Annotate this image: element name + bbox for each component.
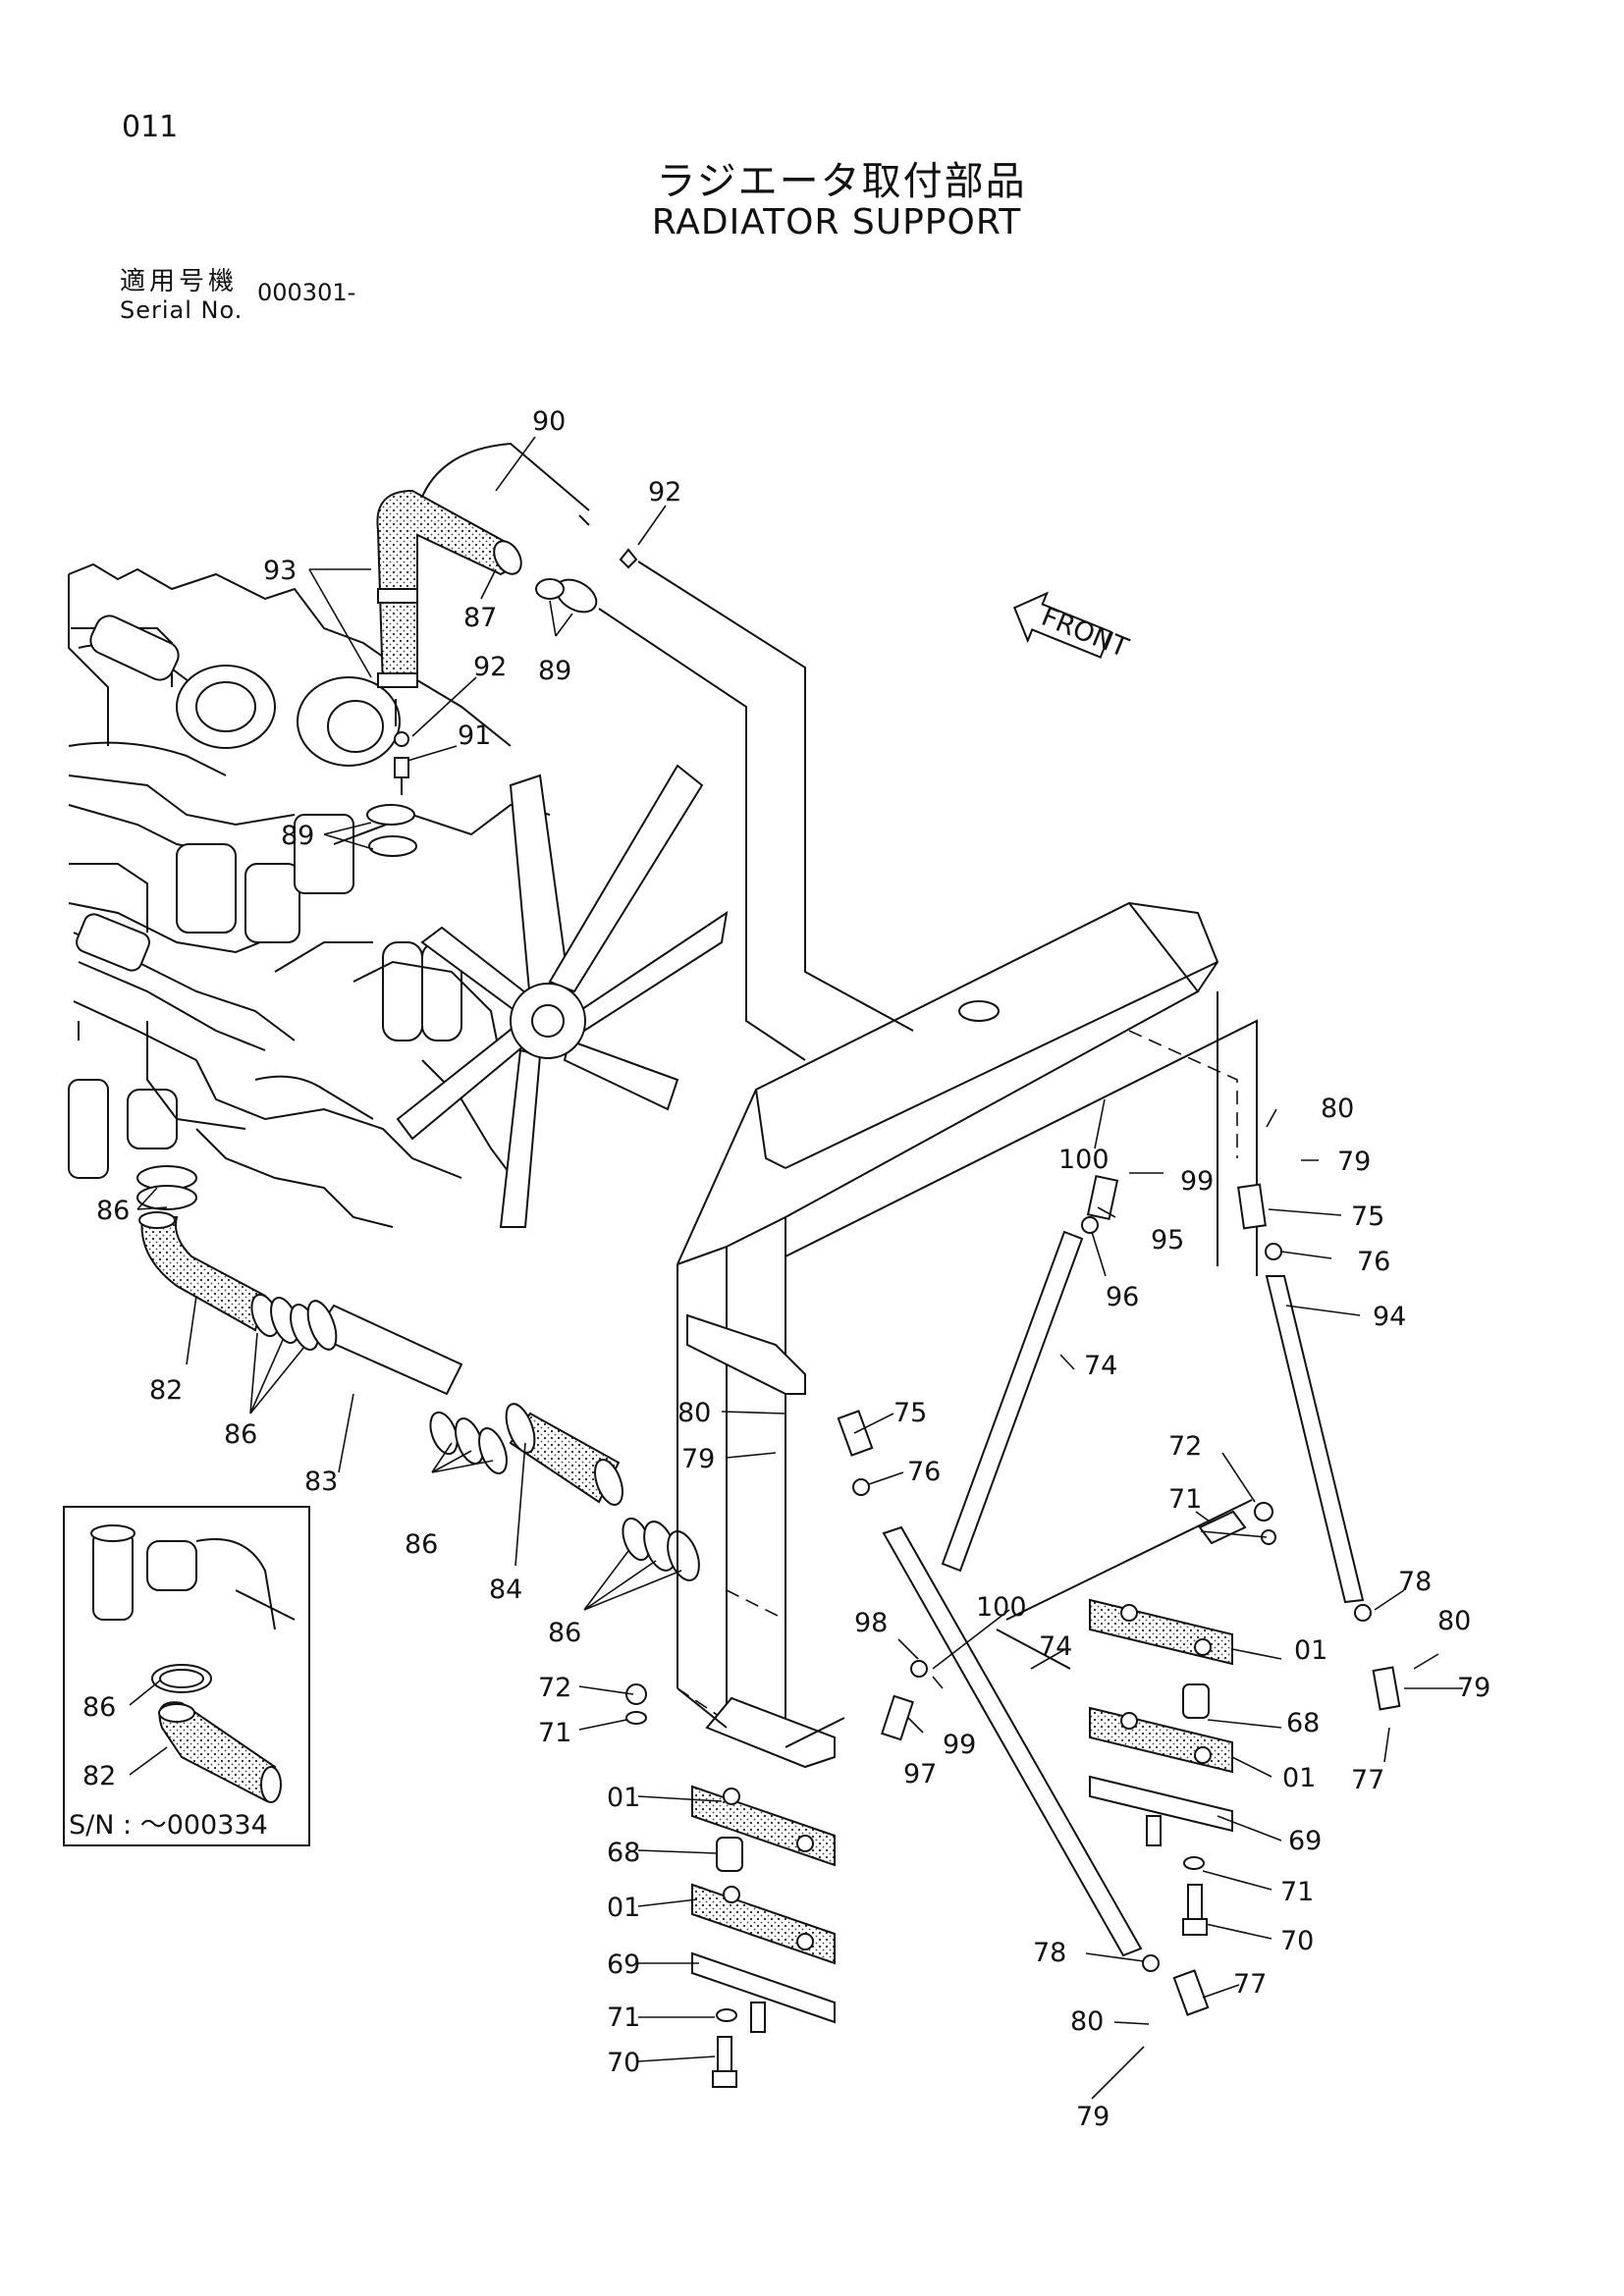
callout: 97 — [903, 1759, 937, 1789]
callout: 71 — [1280, 1877, 1314, 1907]
mount-pads-right — [1089, 1598, 1233, 1936]
callout: 95 — [1151, 1225, 1184, 1255]
engine-block — [68, 562, 551, 1228]
callout: 71 — [1168, 1484, 1202, 1515]
callout: 100 — [976, 1592, 1027, 1623]
callout: 76 — [907, 1457, 941, 1487]
callout: 92 — [473, 652, 507, 682]
callout: 79 — [1076, 2102, 1110, 2132]
fan — [396, 764, 729, 1228]
callout: 01 — [1294, 1635, 1327, 1666]
inset-box: S/N : ～000334 — [63, 1506, 310, 1846]
callout: 98 — [854, 1608, 888, 1638]
callout: 69 — [1288, 1826, 1322, 1856]
callout: 76 — [1357, 1247, 1390, 1277]
callout: 82 — [82, 1761, 116, 1791]
callout: 74 — [1039, 1631, 1072, 1662]
callout: 01 — [1282, 1763, 1316, 1793]
serial-label-english: Serial No. — [120, 296, 244, 324]
callout: 96 — [1106, 1282, 1139, 1312]
callout: 72 — [538, 1673, 571, 1703]
callout: 86 — [405, 1529, 438, 1560]
callout: 80 — [677, 1398, 711, 1428]
front-arrow-icon — [1012, 591, 1112, 659]
page-title-english: RADIATOR SUPPORT — [651, 202, 1022, 242]
callout: 71 — [607, 2002, 640, 2033]
callout-labels: 90 92 93 87 89 92 91 89 100 80 99 79 75 … — [82, 406, 1490, 2132]
callout: 77 — [1351, 1765, 1384, 1795]
callout: 70 — [607, 2048, 640, 2078]
callout: 01 — [607, 1783, 640, 1813]
callout: 99 — [943, 1730, 976, 1760]
callout: 77 — [1233, 1969, 1267, 2000]
callout: 86 — [548, 1618, 581, 1648]
inset-serial-note: S/N : ～000334 — [69, 1810, 268, 1841]
callout: 82 — [149, 1375, 183, 1406]
callout: 92 — [648, 477, 681, 507]
callout: 94 — [1373, 1302, 1406, 1332]
callout: 91 — [458, 721, 491, 751]
callout: 79 — [1457, 1673, 1490, 1703]
callout: 78 — [1398, 1567, 1432, 1597]
callout: 90 — [532, 406, 566, 437]
callout: 80 — [1437, 1606, 1471, 1636]
callout: 79 — [1337, 1147, 1371, 1177]
callout: 69 — [607, 1949, 640, 1980]
callout: 89 — [281, 821, 314, 851]
callout: 86 — [96, 1196, 130, 1226]
callout: 75 — [893, 1398, 927, 1428]
callout: 68 — [1286, 1708, 1320, 1738]
callout: 83 — [304, 1467, 338, 1497]
callout: 80 — [1070, 2006, 1104, 2037]
lower-hose-assembly — [136, 1165, 700, 1581]
radiator — [677, 901, 1258, 1769]
page-title-japanese: ラジエータ取付部品 — [656, 159, 1027, 204]
callout: 71 — [538, 1718, 571, 1748]
callout: 70 — [1280, 1926, 1314, 1956]
callout: 78 — [1033, 1938, 1066, 1968]
callout: 80 — [1321, 1094, 1354, 1124]
callout: 89 — [538, 656, 571, 686]
callout: 84 — [489, 1575, 522, 1605]
stays — [837, 1174, 1401, 2016]
callout: 68 — [607, 1838, 640, 1868]
callout: 93 — [263, 556, 297, 586]
mount-pads-left — [625, 1683, 836, 2088]
callout: 99 — [1180, 1166, 1214, 1197]
callout: 75 — [1351, 1201, 1384, 1232]
upper-hose-assembly — [366, 442, 914, 1061]
callout: 86 — [224, 1419, 257, 1450]
callout: 79 — [681, 1444, 715, 1474]
callout: 72 — [1168, 1431, 1202, 1462]
serial-label-japanese: 適用号機 — [120, 267, 239, 296]
leader-lines — [129, 436, 1463, 2100]
page-number: 011 — [122, 110, 179, 144]
callout: 74 — [1084, 1351, 1117, 1381]
front-label: FRONT — [1037, 602, 1133, 664]
callout: 01 — [607, 1893, 640, 1923]
callout: 87 — [463, 603, 497, 633]
callout: 86 — [82, 1692, 116, 1723]
callout: 100 — [1058, 1145, 1110, 1175]
serial-number-value: 000301- — [257, 279, 356, 306]
